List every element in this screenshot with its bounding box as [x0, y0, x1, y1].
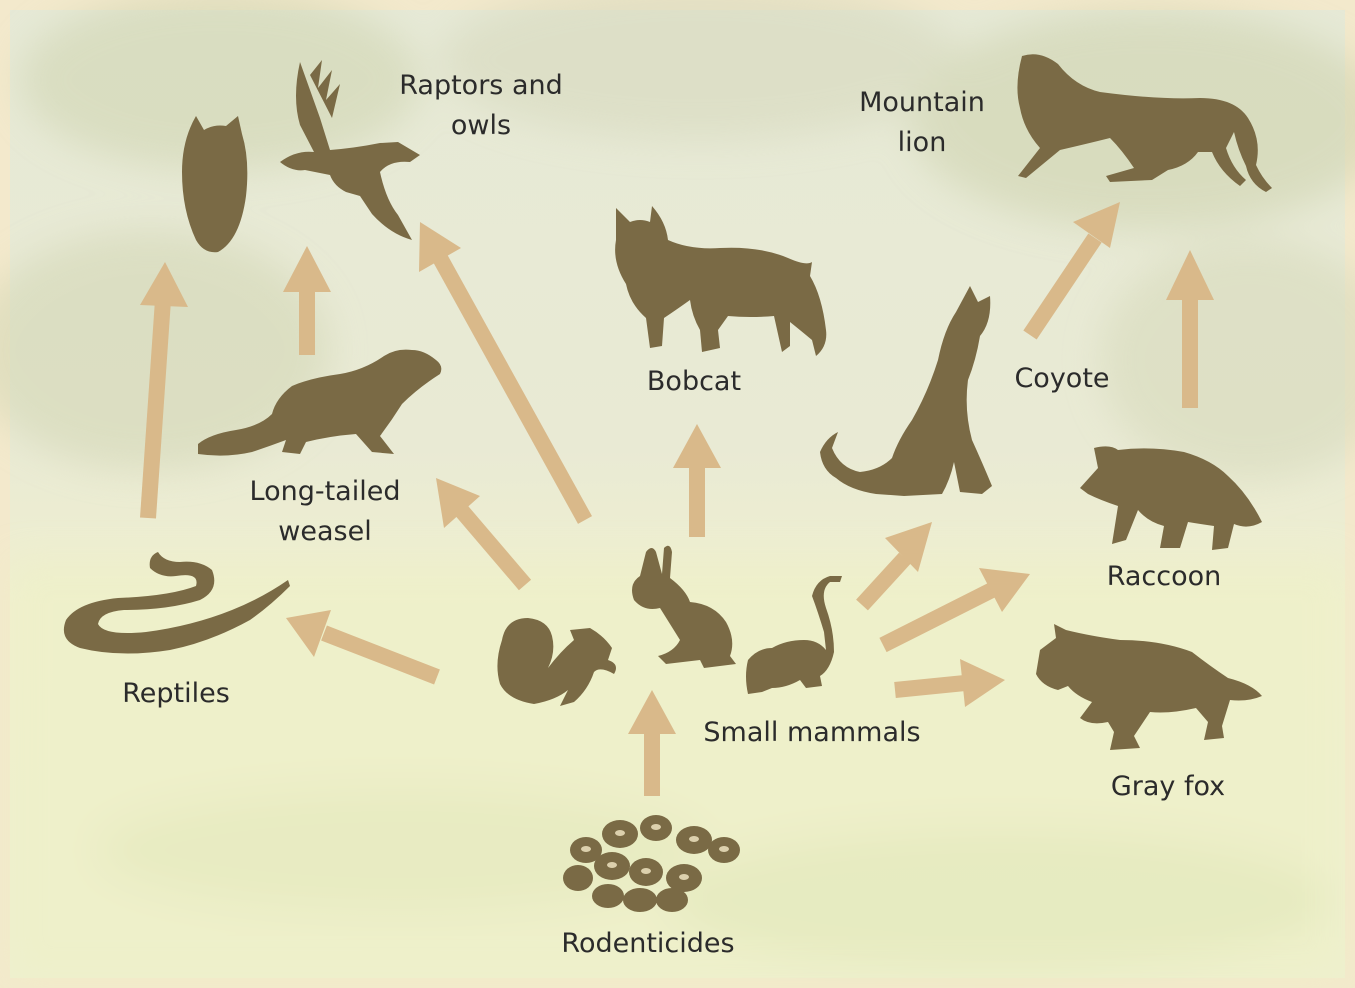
label-weasel-line2: weasel [278, 516, 371, 547]
label-weasel-line1: Long-tailed [250, 476, 401, 507]
label-gray-fox: Gray fox [1111, 771, 1225, 802]
label-raptors-line1: Raptors and [399, 70, 563, 101]
label-mountain-line2: lion [898, 127, 947, 158]
label-coyote: Coyote [1014, 363, 1109, 394]
label-raccoon: Raccoon [1107, 561, 1222, 592]
label-bobcat: Bobcat [647, 366, 741, 397]
label-raptors-line2: owls [451, 110, 511, 141]
label-small-mammals: Small mammals [703, 717, 920, 748]
label-reptiles: Reptiles [122, 678, 230, 709]
label-mountain-line1: Mountain [859, 87, 985, 118]
label-rodenticides: Rodenticides [561, 928, 734, 959]
